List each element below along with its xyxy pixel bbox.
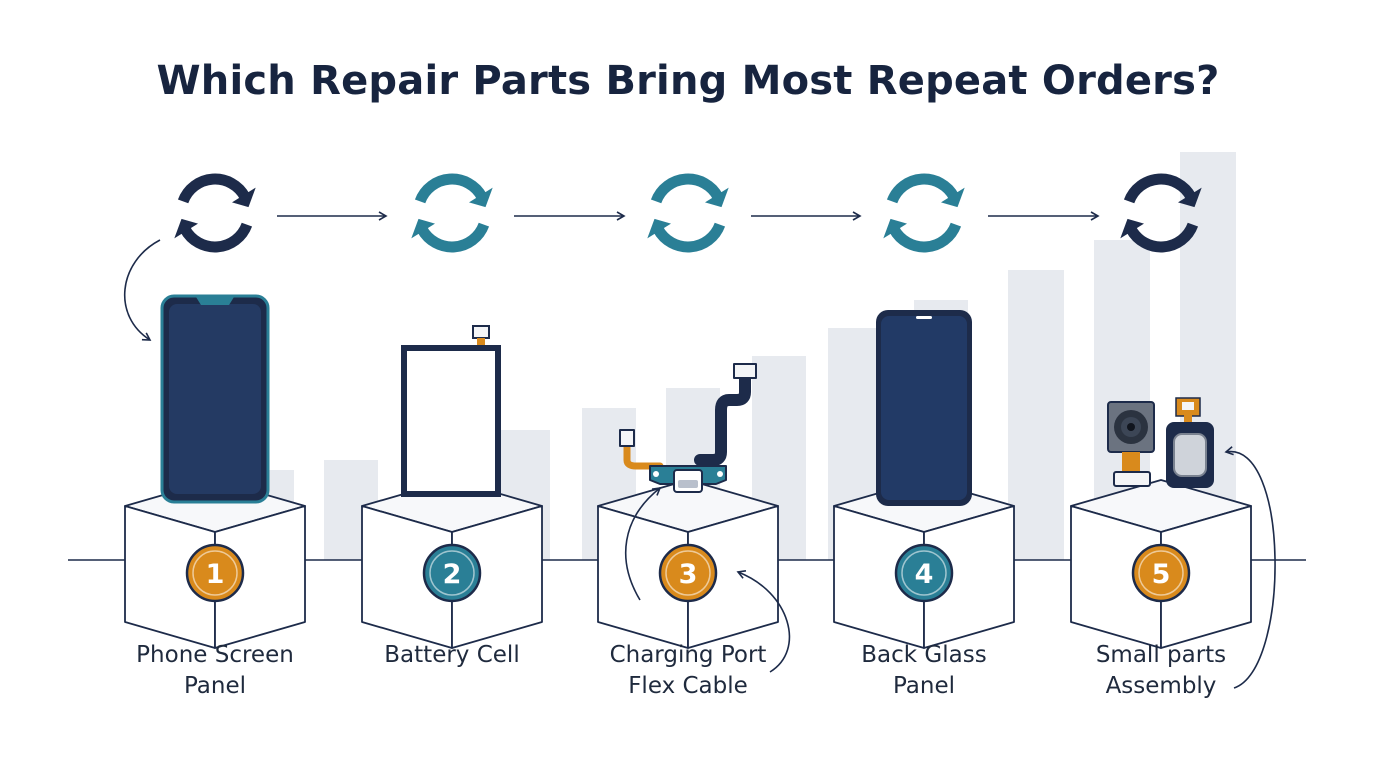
step-number: 5	[1152, 559, 1171, 590]
pedestal-cube	[1070, 479, 1252, 649]
page-title: Which Repair Parts Bring Most Repeat Ord…	[156, 58, 1220, 104]
step-label-line2: Panel	[892, 673, 956, 699]
step-label-line1: Battery Cell	[384, 642, 520, 668]
battery-icon	[401, 325, 501, 497]
camera-speaker-icon	[1107, 397, 1214, 488]
step-badge-3: 3	[658, 543, 718, 603]
step-number: 4	[915, 559, 934, 590]
cycle-icon	[883, 173, 965, 253]
step-badge-1: 1	[185, 543, 245, 603]
curved-arrow-label-to-badge	[736, 569, 791, 673]
step-label-line1: Back Glass	[861, 642, 987, 668]
back-glass-icon	[876, 310, 972, 506]
step-badge-5: 5	[1131, 543, 1191, 603]
cycle-icon	[174, 173, 256, 253]
cycle-icon	[411, 173, 493, 253]
curved-arrow-label-to-assembly	[1224, 446, 1276, 689]
step-label-2: Battery Cell	[332, 640, 572, 671]
cycle-icon	[647, 173, 729, 253]
step-label-line2: Panel	[183, 673, 247, 699]
step-number: 3	[679, 559, 698, 590]
flex-cable-icon	[619, 363, 757, 493]
step-number: 2	[443, 559, 462, 590]
step-badge-2: 2	[422, 543, 482, 603]
step-badge-4: 4	[894, 543, 954, 603]
curved-arrow-cycle-to-screen	[123, 239, 161, 341]
cycle-icon	[1120, 173, 1202, 253]
step-label-line2: Flex Cable	[628, 673, 748, 699]
annotation-arrows	[123, 239, 1276, 689]
step-label-line2: Assembly	[1105, 673, 1217, 699]
pedestal-cube	[597, 479, 779, 649]
background-bar	[1008, 270, 1064, 560]
step-label-line1: Phone Screen	[136, 642, 294, 668]
step-number: 1	[206, 559, 225, 590]
step-label-line1: Small parts	[1095, 642, 1227, 668]
curved-arrow-label-to-port	[624, 487, 662, 601]
phone-screen-icon	[160, 294, 270, 504]
step-label-line1: Charging Port	[609, 642, 767, 668]
